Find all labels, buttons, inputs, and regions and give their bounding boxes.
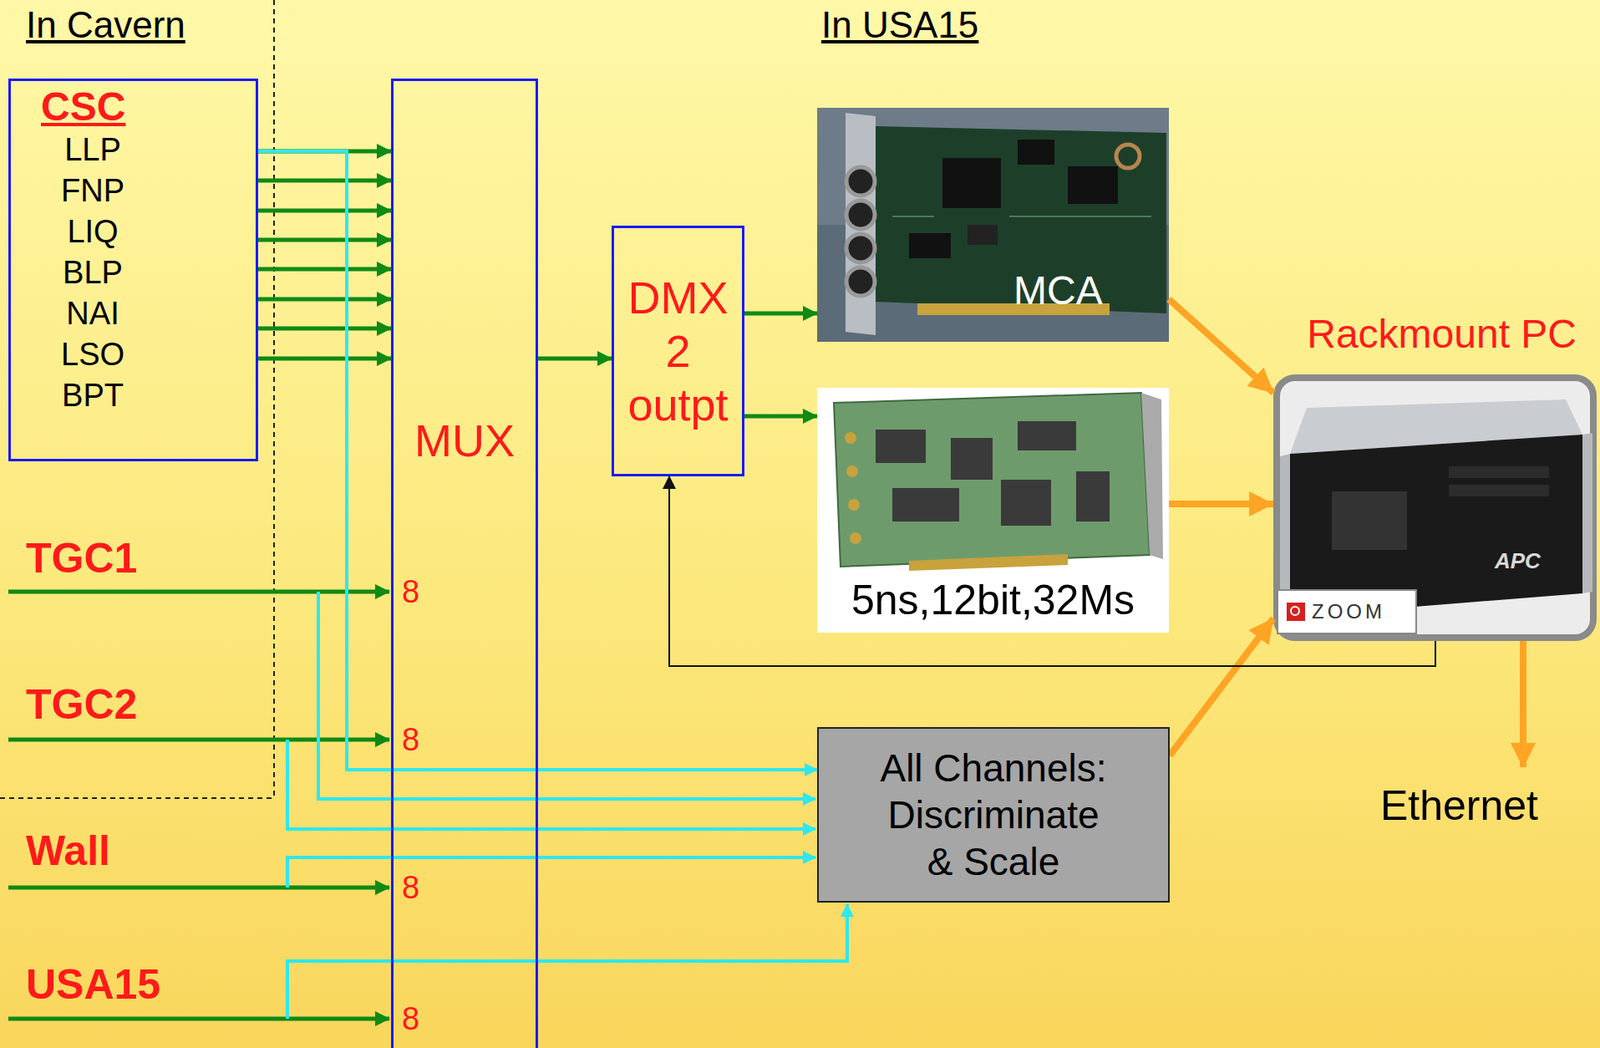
channel-count: 8 <box>401 573 420 610</box>
mca-card-picture-part <box>942 157 1001 209</box>
mca-card-picture-part <box>967 224 998 245</box>
box-text: CSC <box>40 84 256 130</box>
signal-arrow <box>258 208 392 214</box>
rackmount-pc-picture <box>1276 377 1594 638</box>
chamber-name: TGC1 <box>25 534 138 582</box>
digitizer-card-picture-part <box>892 487 960 522</box>
mca-card-picture-part <box>1067 166 1118 204</box>
digitizer-card-picture-part <box>1017 421 1077 451</box>
box-text: MUX <box>393 415 536 466</box>
signal-arrow <box>744 414 818 419</box>
mca-card-picture-part <box>846 267 875 296</box>
digitizer-card-picture <box>817 387 1169 633</box>
digitizer-card-picture-part <box>1000 479 1052 526</box>
digitizer-card-picture-part <box>875 429 926 463</box>
mca-card-picture <box>817 107 1169 342</box>
digitizer-card-picture-part <box>1141 392 1164 559</box>
cavern-boundary <box>0 0 275 798</box>
signal-arrow <box>258 356 392 361</box>
discriminator-feed-lines <box>287 591 848 1019</box>
input-lines <box>8 591 390 1019</box>
brand-label: APC <box>1494 548 1541 574</box>
watermark: ZOOM <box>1311 599 1386 624</box>
rackmount-pc-picture-part <box>1448 484 1550 497</box>
digitizer-card-picture-part <box>846 465 859 478</box>
mca-card-picture-part <box>892 215 935 218</box>
box-text: All Channels: Discriminate & Scale <box>875 744 1113 885</box>
discriminator-feed-lines-part <box>287 739 816 829</box>
box-text: Rackmount PC <box>1306 310 1577 358</box>
input-lines-part <box>8 589 390 595</box>
signal-arrow <box>258 297 392 302</box>
mca-card-picture-part <box>817 107 1169 342</box>
rackmount-pc-picture-part <box>1331 491 1407 550</box>
digitizer-card-picture-part <box>844 431 857 444</box>
signal-arrow <box>1169 618 1274 756</box>
mca-card: MCA <box>817 107 1169 342</box>
mca-card-picture-part <box>875 126 1167 314</box>
digitizer-card-picture-part <box>833 392 1150 567</box>
digitizer-card-picture-part <box>950 437 993 480</box>
mca-card-picture-part <box>1116 144 1140 168</box>
signal-arrow <box>258 178 392 183</box>
digitizer-card: 5ns,12bit,32Ms <box>817 387 1169 633</box>
input-lines-part <box>8 885 390 890</box>
signal-arrow <box>258 238 392 243</box>
mca-card-picture-part <box>846 200 875 229</box>
demultiplexer-box: DMX 2 outpt <box>611 225 745 477</box>
rackmount-pc-picture-part <box>1276 377 1594 638</box>
signal-arrow <box>258 267 392 272</box>
mca-card-picture-part <box>846 167 875 196</box>
detector-box: CSCLLP FNP LIQ BLP NAI LSO BPT <box>8 78 259 462</box>
signal-arrow <box>258 326 392 331</box>
mca-card-picture-part <box>846 233 875 263</box>
channel-count: 8 <box>401 868 420 906</box>
channel-count: 8 <box>401 721 420 758</box>
rackmount-pc-picture-part <box>1290 606 1300 615</box>
chamber-name: TGC2 <box>25 680 138 728</box>
ethernet-arrow <box>1519 640 1527 767</box>
mca-card-picture-part <box>845 112 876 336</box>
mca-card-picture-part <box>909 233 951 259</box>
box-text: LLP FNP LIQ BLP NAI LSO BPT <box>60 129 125 417</box>
section-heading: In Cavern <box>25 3 186 47</box>
signal-arrow <box>1168 299 1274 393</box>
cavern-boundary-part <box>0 797 275 799</box>
rackmount-pc-picture-part <box>1277 589 1417 634</box>
digitizer-card-picture-part <box>817 387 1169 633</box>
signal-arrow <box>1168 500 1274 508</box>
digitizer-card-picture-part <box>848 498 860 511</box>
discriminator-feed-lines-part <box>287 904 848 1019</box>
channel-count: 8 <box>401 1000 420 1037</box>
discriminator-feed-lines-part <box>287 857 816 888</box>
rackmount-pc-picture-part <box>1286 602 1306 621</box>
discriminator-box: All Channels: Discriminate & Scale <box>817 726 1170 903</box>
box-text: MCA <box>1013 268 1103 314</box>
box-text: DMX 2 outpt <box>627 270 728 432</box>
chamber-name: Wall <box>25 827 111 874</box>
digitizer-card-picture-part <box>909 553 1068 571</box>
chamber-name: USA15 <box>25 960 161 1008</box>
signal-arrow <box>744 311 818 316</box>
rackmount-pc-picture-part <box>1448 466 1550 478</box>
box-text: 5ns,12bit,32Ms <box>817 576 1169 624</box>
cavern-boundary-part <box>273 0 275 798</box>
input-lines-part <box>8 737 390 742</box>
rackmount-pc-picture-part <box>1582 432 1593 594</box>
input-lines-part <box>8 1016 390 1021</box>
network-label: Ethernet <box>1380 781 1539 830</box>
mca-card-picture-part <box>1017 139 1055 165</box>
digitizer-card-picture-part <box>1076 471 1110 522</box>
signal-arrow <box>538 356 612 361</box>
mca-card-picture-part <box>1009 215 1152 218</box>
section-heading: In USA15 <box>821 3 979 47</box>
signal-arrow <box>669 476 1436 666</box>
digitizer-card-picture-part <box>849 532 862 544</box>
